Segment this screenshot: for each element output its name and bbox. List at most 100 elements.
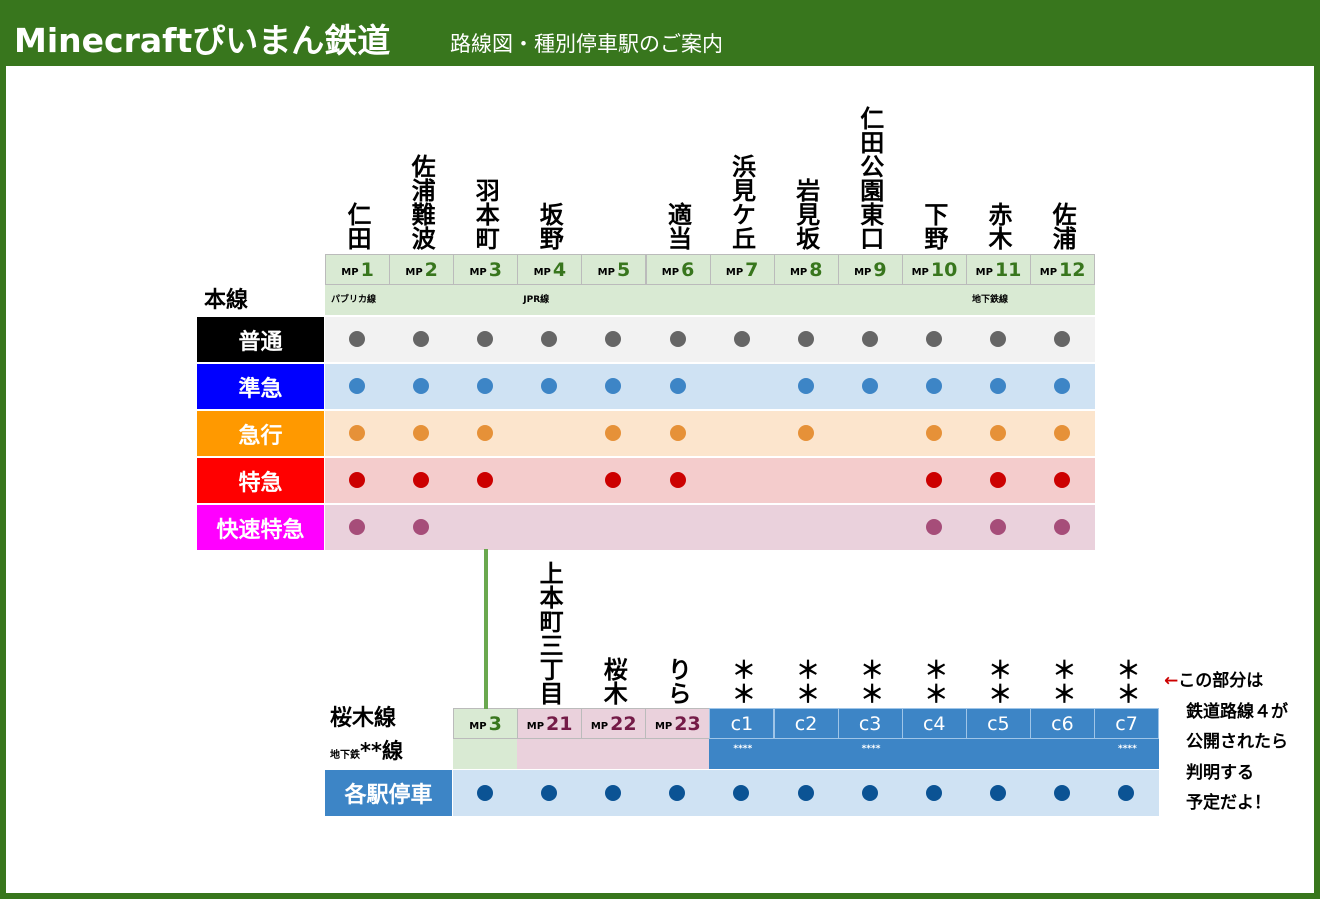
- station-name: 桜木: [599, 657, 628, 705]
- station-code: 23: [674, 712, 701, 735]
- mp-prefix: MP: [597, 267, 615, 278]
- station-name: ＊＊: [855, 657, 884, 705]
- mp-number: 11: [994, 258, 1022, 281]
- stop-dot: [861, 785, 878, 801]
- stop-dot: [990, 519, 1007, 535]
- stop-dot: [1054, 472, 1071, 488]
- sublabel-bg: [517, 739, 710, 769]
- branch-subline-small: 地下鉄: [330, 750, 360, 761]
- service-label-4: 快速特急: [197, 505, 324, 550]
- stop-dot: [797, 785, 814, 801]
- station-name: 佐浦難波: [407, 154, 436, 250]
- station-code-cell: c4: [901, 708, 967, 739]
- stop-dot: [413, 331, 430, 347]
- station-name: 浜見ケ丘: [727, 154, 756, 250]
- station-code-cell: c7: [1094, 708, 1160, 739]
- mp-prefix: MP: [469, 721, 487, 732]
- stop-dot: [477, 331, 494, 347]
- stop-dot: [541, 331, 558, 347]
- stop-dot: [861, 378, 878, 394]
- stop-dot: [925, 472, 942, 488]
- stop-dot: [990, 472, 1007, 488]
- station-name: 岩見坂: [791, 178, 820, 250]
- note-line: 判明する: [1186, 762, 1254, 783]
- service-label-3: 特急: [197, 458, 324, 503]
- mp-prefix: MP: [1039, 267, 1058, 278]
- mp-prefix: MP: [854, 267, 872, 278]
- stop-dot: [541, 785, 558, 801]
- note-line: 鉄道路線４が: [1186, 701, 1288, 722]
- service-label-local: 各駅停車: [325, 770, 452, 816]
- stop-dot: [1054, 519, 1071, 535]
- mp-number: 4: [552, 258, 567, 281]
- mp-prefix: MP: [533, 267, 551, 278]
- station-code-cell: c1: [709, 708, 775, 739]
- mp-prefix: MP: [789, 267, 808, 278]
- station-code: c1: [730, 712, 754, 735]
- service-row: [325, 505, 1096, 550]
- mp-number: 3: [488, 258, 502, 281]
- station-name: ＊＊: [727, 657, 756, 705]
- service-row: [325, 364, 1096, 409]
- service-row: [325, 458, 1096, 503]
- stop-dot: [1118, 785, 1135, 801]
- station-name: 坂野: [535, 202, 564, 250]
- hidden-line-label: ****: [1118, 744, 1137, 754]
- stop-dot: [925, 519, 942, 535]
- note-line: この部分は: [1178, 671, 1264, 691]
- station-name: りら: [663, 657, 692, 705]
- stop-dot: [669, 378, 686, 394]
- stop-dot: [413, 425, 430, 441]
- mp-number: 5: [616, 258, 631, 281]
- station-name: 適当: [663, 202, 692, 250]
- station-name: 赤木: [984, 202, 1012, 250]
- stop-dot: [349, 519, 366, 535]
- connecting-line-label: パブリカ線: [331, 295, 377, 305]
- mp-number: 6: [681, 258, 695, 281]
- station-code: 21: [546, 712, 573, 735]
- header-title: Minecraftぴいまん鉄道: [14, 21, 391, 60]
- stop-dot: [990, 331, 1007, 347]
- stop-dot: [477, 378, 494, 394]
- stop-dot: [925, 425, 942, 441]
- stop-dot: [605, 425, 622, 441]
- mp-number: 1: [360, 258, 374, 281]
- stop-dot: [349, 378, 366, 394]
- stop-dot: [477, 472, 494, 488]
- stop-dot: [349, 472, 366, 488]
- branch-subline-big: **線: [360, 739, 403, 763]
- station-code: c6: [1051, 712, 1074, 735]
- mp-prefix: MP: [405, 267, 423, 278]
- mp-prefix: MP: [654, 721, 673, 732]
- mp-prefix: MP: [590, 721, 609, 732]
- stop-dot: [605, 378, 622, 394]
- station-code-cell: c2: [773, 708, 839, 739]
- station-name: ＊＊: [791, 657, 820, 705]
- stop-dot: [733, 785, 750, 801]
- branch-subline-label: 地下鉄**線: [330, 735, 403, 765]
- stop-dot: [797, 425, 814, 441]
- stop-dot: [989, 785, 1006, 801]
- stop-dot: [605, 785, 622, 801]
- sublabel-bg: [709, 739, 1160, 769]
- service-label-2: 急行: [197, 411, 324, 456]
- station-name: ＊＊: [919, 657, 948, 705]
- note-arrow-icon: ←: [1164, 671, 1179, 691]
- stop-dot: [541, 378, 558, 394]
- mp-prefix: MP: [526, 721, 545, 732]
- station-code-cell: c6: [1029, 708, 1095, 739]
- connection-line: [484, 549, 488, 709]
- mp-number: 12: [1059, 258, 1086, 281]
- stop-dot: [605, 331, 622, 347]
- sublabel-bg: [453, 739, 518, 769]
- mp-number: 8: [809, 258, 823, 281]
- station-name: 下野: [919, 202, 948, 250]
- stop-dot: [477, 785, 494, 801]
